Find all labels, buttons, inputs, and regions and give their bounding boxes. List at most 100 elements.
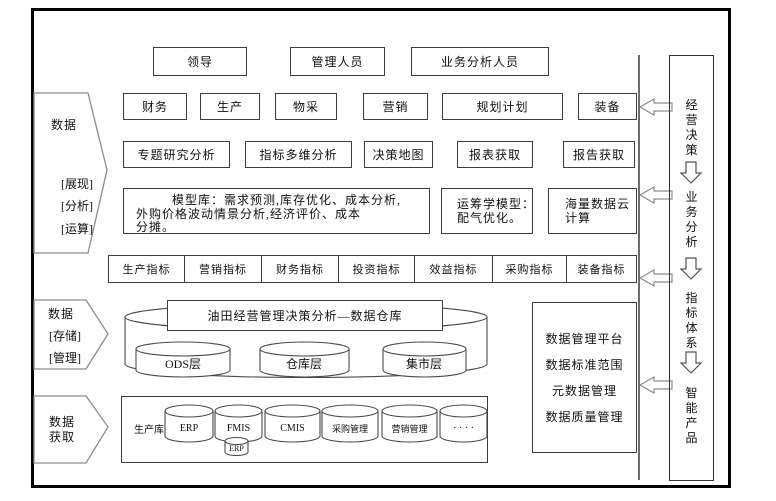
dept-box-finance: 财务 — [123, 93, 187, 120]
label: ERP — [179, 422, 199, 434]
outer-frame — [31, 8, 731, 488]
ods-layer-label: ODS层 — [143, 355, 223, 371]
label: [存储] — [49, 329, 81, 343]
app-box-special-research: 专题研究分析 — [123, 141, 230, 168]
stage-present-title: 数据 — [40, 116, 88, 132]
governance-item: 数据标准范围 — [545, 358, 624, 372]
stage-acquire-line: 获取 — [38, 429, 86, 444]
cloud-line: 海量数据云 — [565, 197, 631, 211]
label: 指标体系 — [685, 291, 698, 350]
governance-item: 数据管理平台 — [545, 332, 624, 346]
app-box-multidim: 指标多维分析 — [245, 141, 352, 168]
label: [管理] — [49, 351, 81, 365]
dept-box-planning: 规划计划 — [442, 93, 563, 120]
indicator-label: 装备指标 — [577, 264, 626, 276]
user-label: 管理人员 — [311, 55, 364, 69]
left-arrow-icon — [638, 185, 673, 205]
app-label: 报告获取 — [572, 148, 625, 162]
layer-label: ODS层 — [164, 356, 201, 371]
app-box-decision-map: 决策地图 — [364, 141, 433, 168]
down-arrow-icon — [679, 351, 703, 374]
indicator-cell: 投资指标 — [338, 256, 414, 282]
dept-label: 物采 — [292, 100, 319, 114]
stage-storage-pentagon — [33, 299, 109, 370]
stage-present-item: [运算] — [52, 221, 102, 236]
app-label: 专题研究分析 — [137, 148, 216, 162]
indicator-label: 投资指标 — [352, 264, 401, 276]
indicator-label: 生产指标 — [122, 264, 171, 276]
label: 营销管理 — [391, 423, 428, 434]
dept-label: 规划计划 — [476, 100, 529, 114]
operations-model-line: 运筹学模型： — [457, 197, 536, 211]
stage-acquire-line: 数据 — [38, 414, 86, 429]
indicator-cell: 生产指标 — [109, 256, 184, 282]
left-arrow-icon — [638, 375, 673, 395]
model-library-line: 模型库：需求预测,库存优化、成本分析, — [172, 193, 402, 207]
model-library-line: 分摊。 — [136, 220, 176, 234]
label: · · · · — [453, 422, 474, 434]
app-label: 指标多维分析 — [259, 148, 338, 162]
governance-item: 数据质量管理 — [545, 410, 624, 424]
left-arrow-icon — [638, 97, 673, 117]
erp-label: ERP — [165, 421, 213, 435]
stage-present-pentagon — [33, 92, 108, 254]
more-sources-cylinder — [439, 404, 488, 443]
layer-label: 仓库层 — [285, 356, 322, 371]
indicator-label: 财务指标 — [276, 264, 324, 276]
down-arrow-icon — [679, 257, 703, 280]
indicator-bar: 生产指标 营销指标 财务指标 投资指标 效益指标 采购指标 装备指标 — [108, 255, 637, 283]
sub-erp-label: ERP — [225, 442, 248, 454]
erp-cylinder — [164, 404, 214, 443]
label: [分析] — [61, 199, 93, 213]
user-label: 领导 — [186, 55, 213, 69]
app-box-report-get: 报告获取 — [563, 141, 635, 168]
down-arrow-icon — [679, 161, 703, 184]
indicator-label: 营销指标 — [199, 264, 247, 276]
cmis-cylinder — [264, 404, 321, 443]
stage-storage-title: 数据 — [37, 306, 85, 321]
dept-label: 财务 — [141, 100, 168, 114]
label: 数据 — [50, 117, 77, 132]
indicator-cell: 装备指标 — [566, 256, 636, 282]
warehouse-title-box: 油田经营管理决策分析—数据仓库 — [167, 300, 443, 331]
label: 采购管理 — [331, 423, 368, 434]
stage-present-item: [分析] — [52, 198, 102, 213]
label: 经营决策 — [685, 98, 698, 157]
label: 数据 — [48, 415, 75, 429]
label: 数据 — [47, 307, 74, 321]
label: [运算] — [61, 222, 93, 236]
flow-step-business-decision: 经营决策 — [684, 98, 699, 158]
mart-layer-cylinder — [382, 341, 467, 378]
dept-box-production: 生产 — [200, 93, 260, 120]
user-label: 业务分析人员 — [440, 55, 519, 69]
label: 智能产品 — [685, 386, 698, 445]
cloud-line: 计算 — [565, 211, 592, 225]
warehouse-layer-label: 仓库层 — [264, 355, 344, 371]
stage-storage-item: [管理] — [40, 350, 90, 365]
governance-item: 元数据管理 — [551, 384, 617, 398]
label: CMIS — [280, 422, 305, 434]
more-sources-label: · · · · — [440, 421, 487, 435]
stage-present-item: [展现] — [52, 176, 102, 191]
indicator-label: 效益指标 — [429, 264, 478, 276]
stage-storage-item: [存储] — [40, 328, 90, 343]
label: 业务分析 — [685, 190, 698, 249]
dept-label: 生产 — [216, 100, 243, 114]
model-library-box: 模型库：需求预测,库存优化、成本分析, 外购价格波动情景分析,经济评价、成本 分… — [123, 188, 430, 234]
warehouse-title: 油田经营管理决策分析—数据仓库 — [207, 309, 403, 323]
flow-step-indicator-system: 指标体系 — [684, 291, 699, 351]
indicator-cell: 采购指标 — [492, 256, 566, 282]
dept-box-equipment: 装备 — [578, 93, 637, 120]
user-box-leader: 领导 — [153, 47, 247, 76]
warehouse-layer-cylinder — [259, 341, 350, 378]
app-label: 决策地图 — [372, 148, 425, 162]
marketing-cylinder — [381, 404, 438, 443]
dept-box-marketing: 营销 — [363, 93, 428, 120]
label: FMIS — [226, 422, 251, 434]
model-library-line: 外购价格波动情景分析,经济评价、成本 — [136, 206, 362, 221]
data-governance-box: 数据管理平台 数据标准范围 元数据管理 数据质量管理 — [532, 302, 637, 453]
indicator-cell: 营销指标 — [184, 256, 261, 282]
label: 获取 — [48, 430, 75, 444]
mart-layer-label: 集市层 — [384, 355, 464, 371]
